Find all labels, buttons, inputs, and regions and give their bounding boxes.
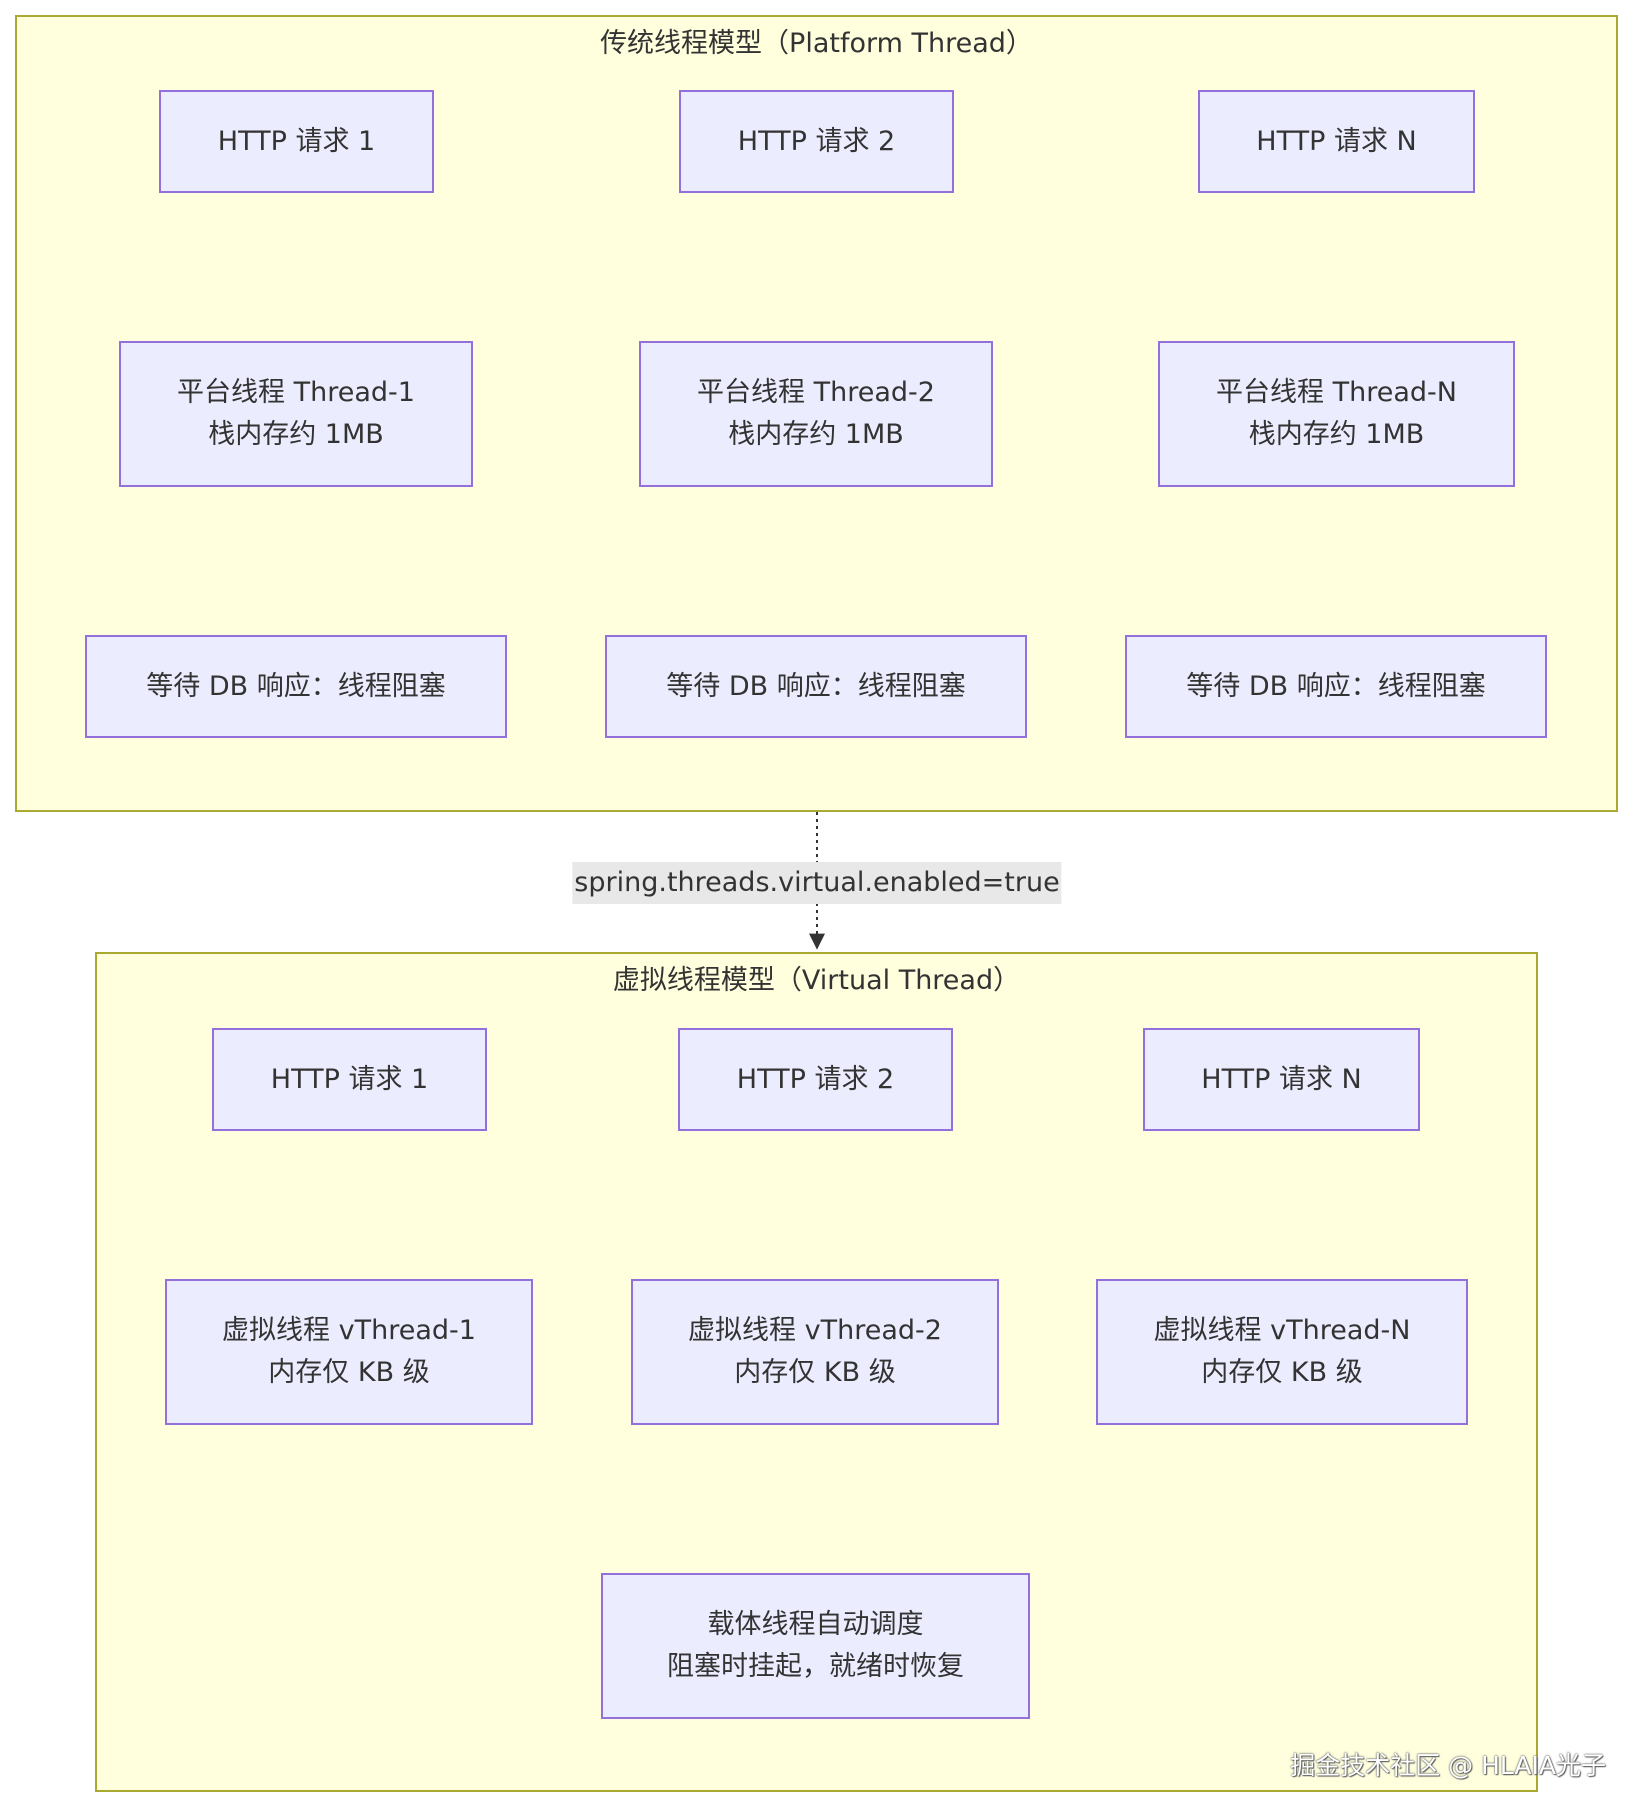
platform-wait-n-label: 等待 DB 响应：线程阻塞	[1186, 670, 1486, 702]
virtual-request-n-label: HTTP 请求 N	[1201, 1063, 1362, 1095]
platform-request-1-label: HTTP 请求 1	[217, 125, 376, 157]
platform-thread-n[interactable]: 平台线程 Thread-N 栈内存约 1MB	[1158, 341, 1515, 487]
virtual-thread-n-name: 虚拟线程 vThread-N	[1153, 1315, 1411, 1346]
platform-thread-1-memory: 栈内存约 1MB	[208, 419, 384, 450]
platform-thread-2-memory: 栈内存约 1MB	[728, 419, 904, 450]
virtual-request-1[interactable]: HTTP 请求 1	[212, 1028, 487, 1131]
platform-request-n-label: HTTP 请求 N	[1256, 125, 1417, 157]
carrier-line-2: 阻塞时挂起，就绪时恢复	[667, 1651, 964, 1682]
carrier-thread-scheduler[interactable]: 载体线程自动调度 阻塞时挂起，就绪时恢复	[601, 1573, 1030, 1719]
platform-cluster-title: 传统线程模型（Platform Thread）	[600, 28, 1033, 59]
virtual-thread-2-name: 虚拟线程 vThread-2	[688, 1315, 942, 1346]
platform-thread-2-name: 平台线程 Thread-2	[697, 377, 935, 408]
carrier-line-1: 载体线程自动调度	[707, 1609, 924, 1640]
transition-label: spring.threads.virtual.enabled=true	[572, 862, 1062, 904]
virtual-thread-2-memory: 内存仅 KB 级	[734, 1357, 896, 1388]
platform-request-2[interactable]: HTTP 请求 2	[679, 90, 954, 193]
platform-thread-n-name: 平台线程 Thread-N	[1216, 377, 1457, 408]
platform-request-n[interactable]: HTTP 请求 N	[1198, 90, 1475, 193]
platform-wait-n[interactable]: 等待 DB 响应：线程阻塞	[1125, 635, 1547, 738]
virtual-request-2-label: HTTP 请求 2	[736, 1063, 895, 1095]
virtual-thread-1[interactable]: 虚拟线程 vThread-1 内存仅 KB 级	[165, 1279, 533, 1425]
virtual-request-1-label: HTTP 请求 1	[270, 1063, 429, 1095]
platform-wait-1-label: 等待 DB 响应：线程阻塞	[146, 670, 446, 702]
platform-thread-1-name: 平台线程 Thread-1	[177, 377, 415, 408]
platform-request-2-label: HTTP 请求 2	[737, 125, 896, 157]
virtual-thread-1-name: 虚拟线程 vThread-1	[222, 1315, 476, 1346]
virtual-request-n[interactable]: HTTP 请求 N	[1143, 1028, 1420, 1131]
platform-thread-2[interactable]: 平台线程 Thread-2 栈内存约 1MB	[639, 341, 993, 487]
virtual-cluster-title: 虚拟线程模型（Virtual Thread）	[612, 965, 1021, 996]
virtual-thread-n-memory: 内存仅 KB 级	[1201, 1357, 1363, 1388]
virtual-thread-n[interactable]: 虚拟线程 vThread-N 内存仅 KB 级	[1096, 1279, 1468, 1425]
watermark: 掘金技术社区 @ HLAIA光子	[1290, 1751, 1606, 1780]
platform-thread-n-memory: 栈内存约 1MB	[1248, 419, 1425, 450]
virtual-request-2[interactable]: HTTP 请求 2	[678, 1028, 953, 1131]
platform-wait-2[interactable]: 等待 DB 响应：线程阻塞	[605, 635, 1027, 738]
platform-request-1[interactable]: HTTP 请求 1	[159, 90, 434, 193]
virtual-thread-1-memory: 内存仅 KB 级	[268, 1357, 430, 1388]
virtual-thread-2[interactable]: 虚拟线程 vThread-2 内存仅 KB 级	[631, 1279, 999, 1425]
platform-wait-2-label: 等待 DB 响应：线程阻塞	[666, 670, 966, 702]
platform-wait-1[interactable]: 等待 DB 响应：线程阻塞	[85, 635, 507, 738]
platform-thread-1[interactable]: 平台线程 Thread-1 栈内存约 1MB	[119, 341, 473, 487]
